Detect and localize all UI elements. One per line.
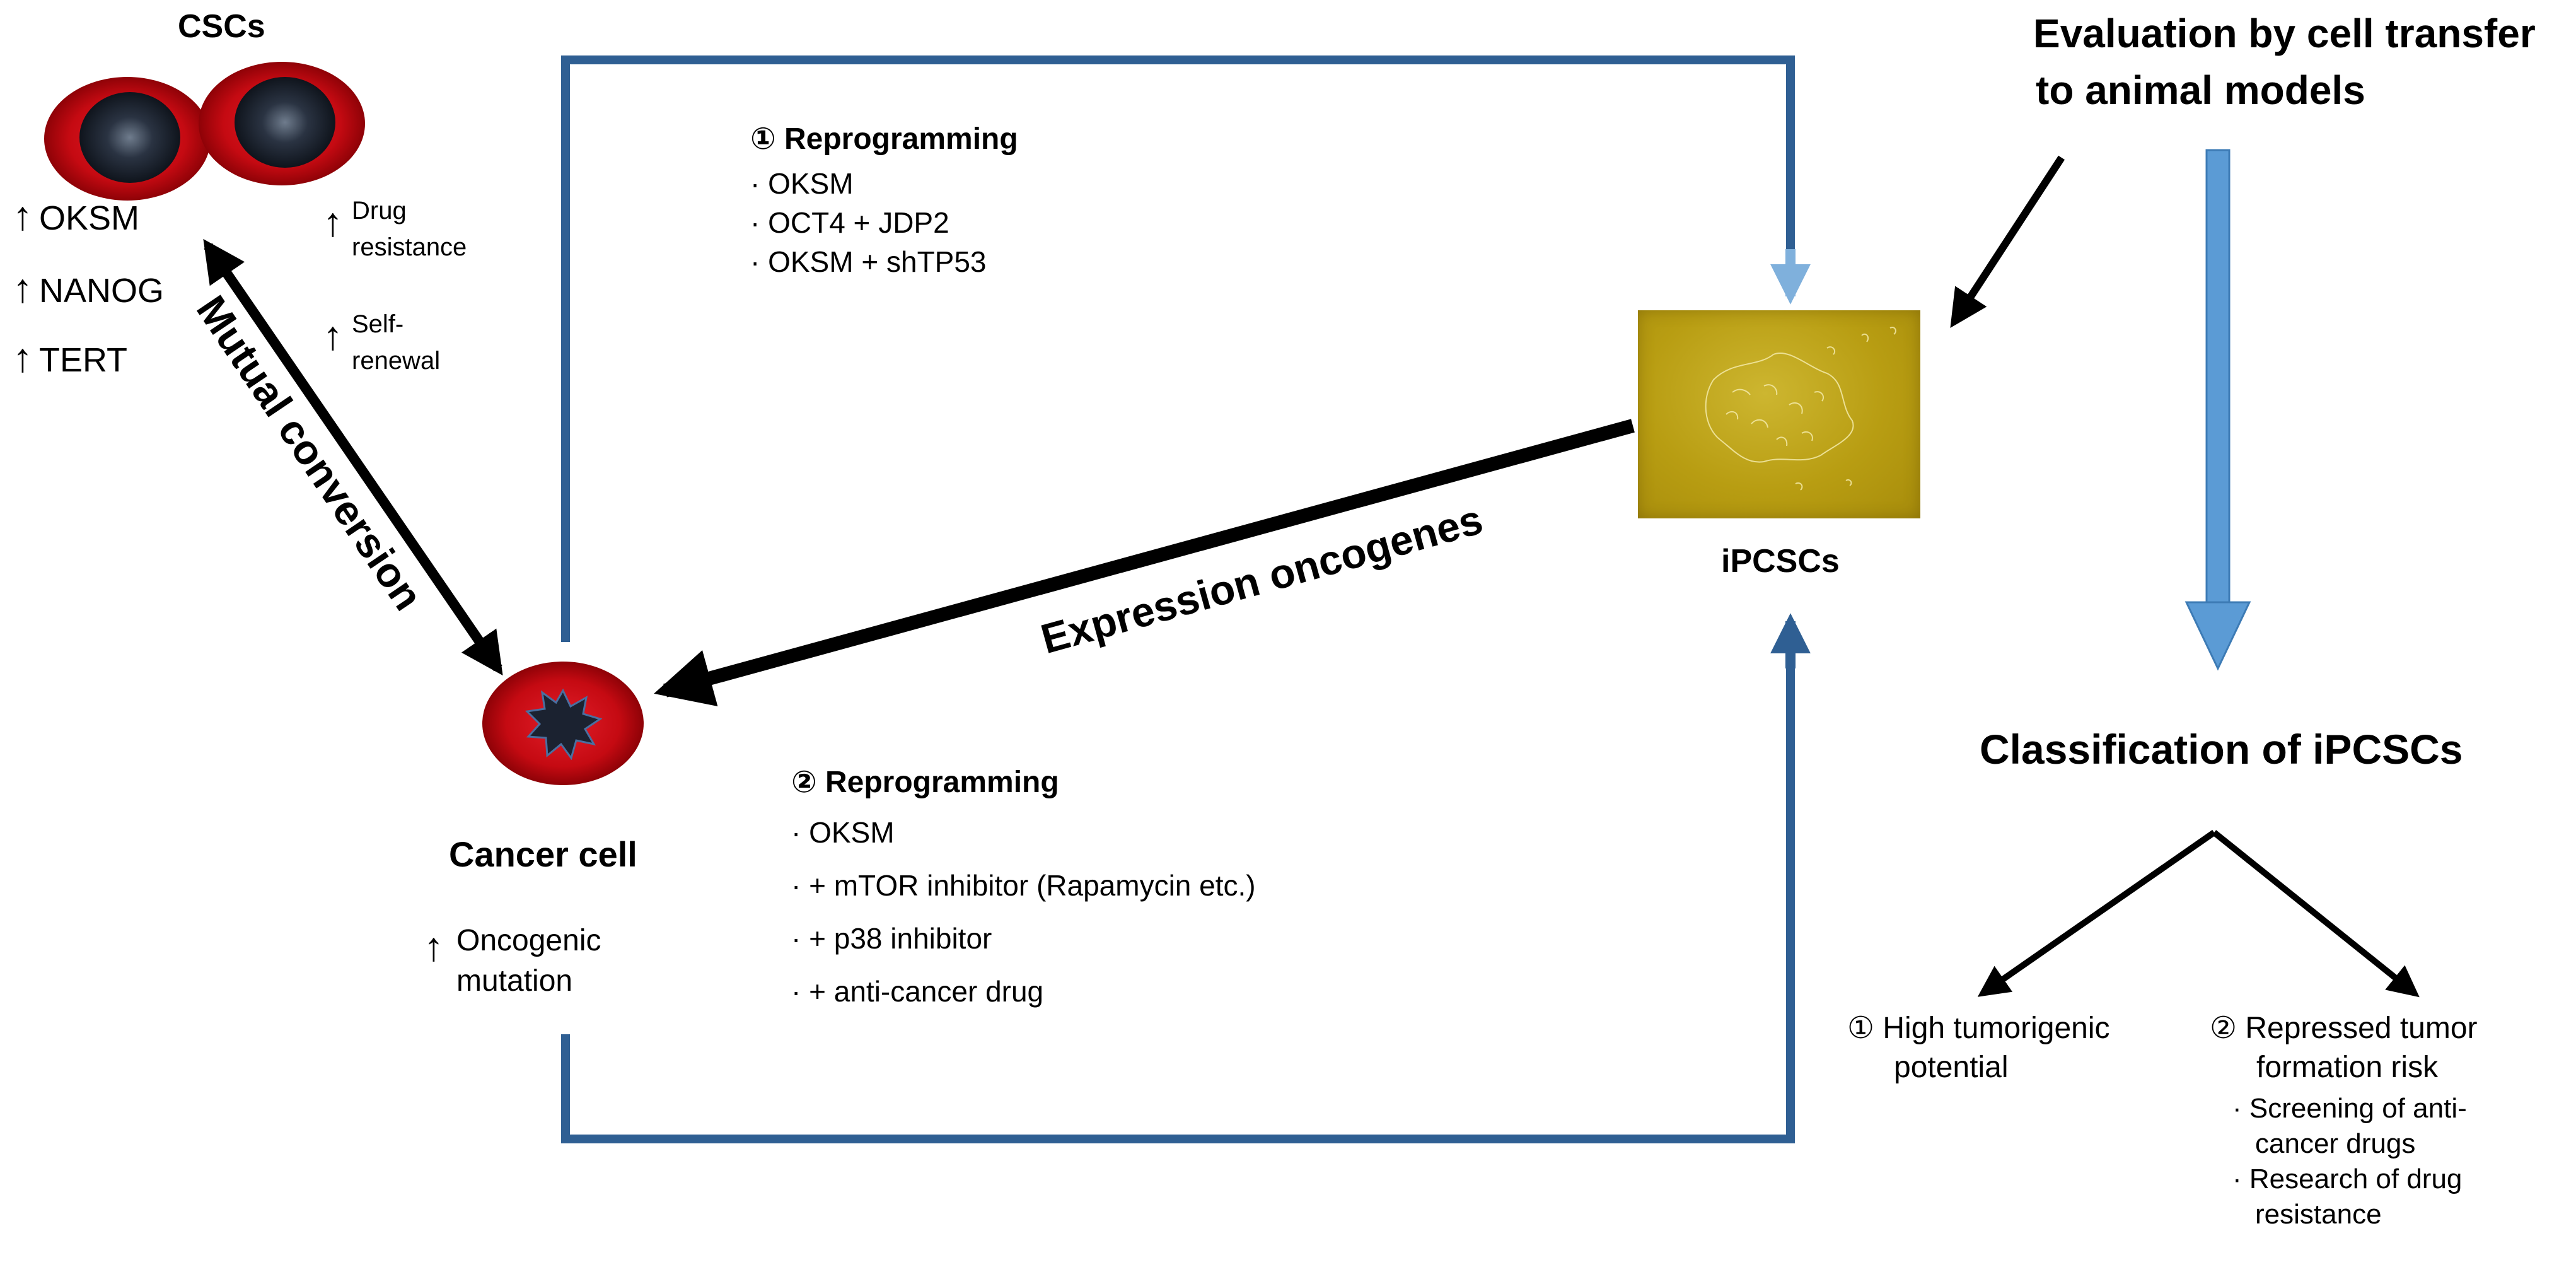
classification-right-sub: cancer drugs (2255, 1128, 2416, 1159)
csc-title: CSCs (178, 8, 265, 45)
reprogramming-2-item: · + mTOR inhibitor (Rapamycin etc.) (791, 869, 1256, 902)
classification-right-sub: · Screening of anti- (2232, 1093, 2467, 1124)
up-arrow-icon: ↑ (323, 313, 343, 358)
classification-right-sub: · Research of drug (2232, 1164, 2463, 1194)
csc-prop-drug-resistance: ↑ Drug resistance (323, 197, 467, 261)
csc-marker-nanog: ↑NANOG (13, 266, 165, 311)
reprogramming-2-path (561, 659, 1795, 1143)
classification-right: ② Repressed tumor formation risk · Scree… (2210, 1009, 2478, 1232)
cancer-cell-note: ↑ Oncogenic mutation (424, 924, 601, 998)
up-arrow-icon: ↑ (13, 335, 33, 380)
classification-left-arrow (1977, 829, 2216, 997)
classification-right-sub: resistance (2255, 1199, 2382, 1230)
reprogramming-2-block: ② Reprogramming · OKSM · + mTOR inhibito… (791, 764, 1256, 1018)
ipcsc-micrograph-image (1638, 310, 1920, 518)
cancer-cell (482, 662, 644, 785)
reprogramming-2-title: ② Reprogramming (791, 766, 1059, 799)
csc-cell-left (44, 77, 211, 201)
up-arrow-icon: ↑ (13, 193, 33, 238)
ipcscs-label: iPCSCs (1721, 543, 1840, 580)
mutual-conversion-arrow (203, 238, 503, 676)
classification-title: Classification of iPCSCs (1980, 726, 2463, 773)
csc-marker-tert: ↑TERT (13, 335, 128, 380)
reprogramming-1-title: ① Reprogramming (750, 122, 1018, 156)
reprogramming-1-block: ① Reprogramming · OKSM · OCT4 + JDP2 · O… (750, 121, 1018, 281)
reprogramming-2-item: · + p38 inhibitor (791, 922, 992, 955)
up-arrow-icon: ↑ (323, 199, 343, 245)
reprogramming-2-item: · + anti-cancer drug (791, 975, 1044, 1008)
expression-oncogenes-arrow (654, 419, 1635, 707)
classification-left: ① High tumorigenic potential (1847, 1012, 2110, 1084)
classification-right-arrow (2212, 830, 2420, 998)
reprogramming-1-item: · OKSM + shTP53 (750, 245, 987, 278)
reprogramming-1-item: · OCT4 + JDP2 (750, 206, 949, 239)
csc-prop-self-renewal: ↑ Self- renewal (323, 310, 441, 375)
reprogramming-1-path (561, 55, 1795, 642)
cancer-cell-title: Cancer cell (449, 834, 637, 874)
up-arrow-icon: ↑ (13, 266, 33, 311)
csc-marker-oksm: ↑OKSM (13, 193, 140, 238)
up-arrow-icon: ↑ (424, 924, 444, 969)
evaluation-arrow (1950, 155, 2065, 329)
csc-cell-right (199, 62, 365, 185)
reprogramming-2-item: · OKSM (791, 816, 895, 849)
reprogramming-1-item: · OKSM (750, 167, 854, 200)
classification-arrow (2184, 149, 2251, 671)
evaluation-header: Evaluation by cell transfer to animal mo… (2033, 11, 2536, 113)
colony-graphic (1705, 327, 1896, 491)
